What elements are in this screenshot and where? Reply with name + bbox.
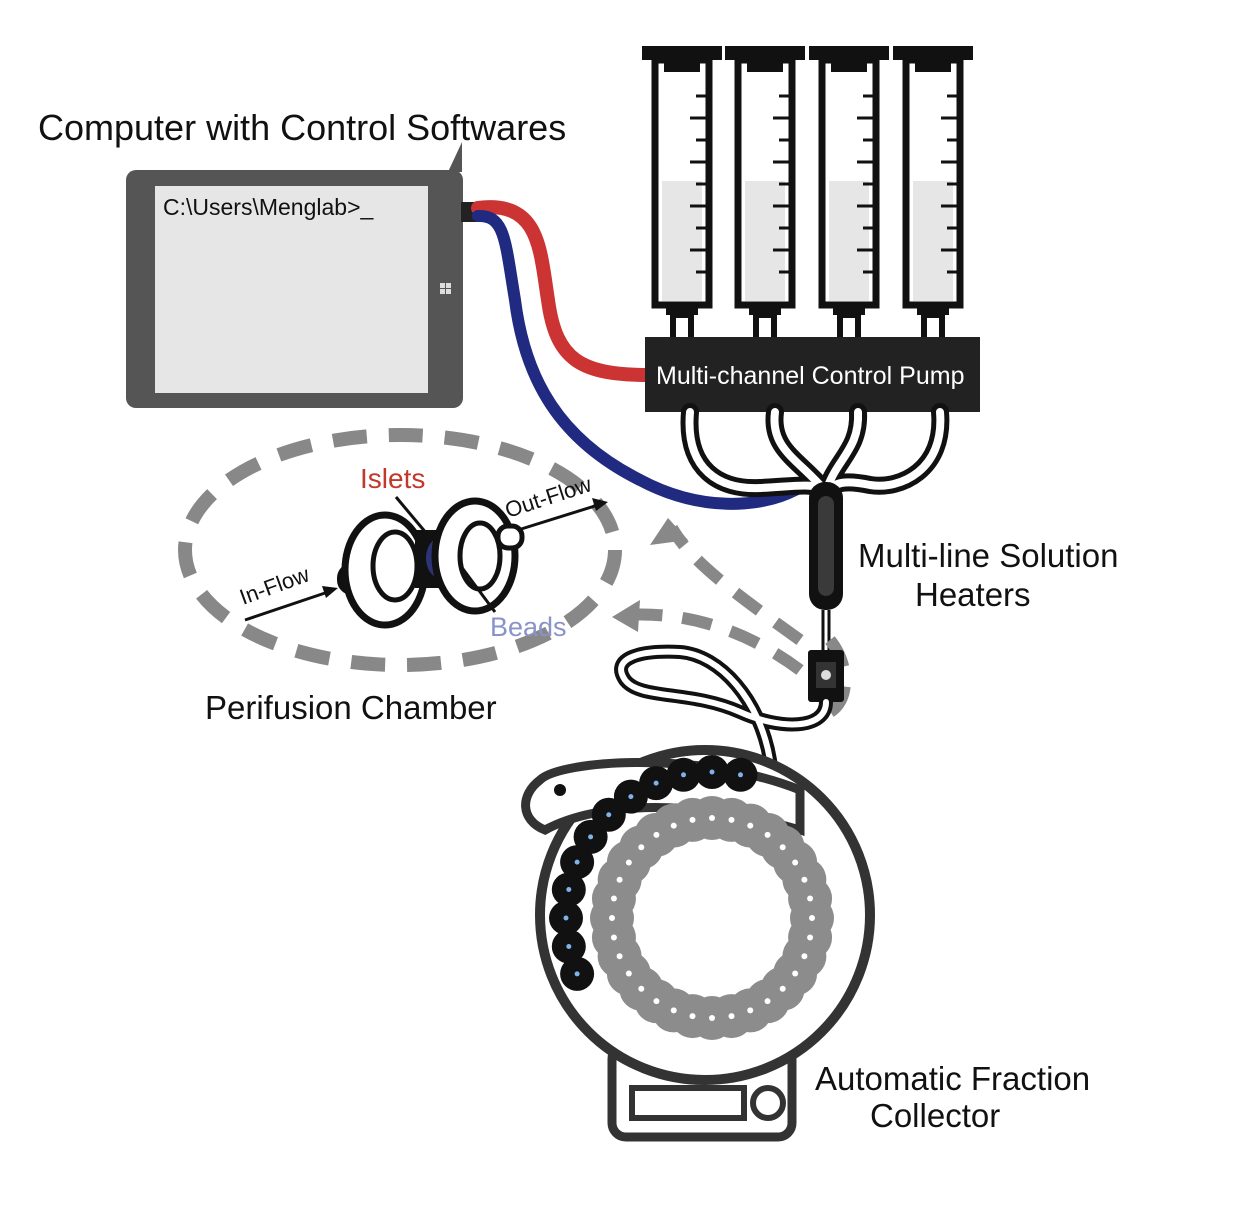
tube-dot [563,915,569,921]
tube-dot [689,1013,696,1020]
beads-label: Beads [490,612,567,642]
tube-dot [606,812,612,818]
heaters-label-line1: Multi-line Solution [858,537,1118,574]
tube-dot [689,816,696,823]
computer-label: Computer with Control Softwares [38,107,566,148]
islets-label: Islets [360,463,425,494]
syringe-icon [809,46,889,375]
tube-dot [709,769,715,775]
control-pump: Multi-channel Control Pump [645,337,980,412]
tube-dot [807,895,814,902]
tube-dot [653,780,659,786]
pump-output-tubes [680,403,950,501]
tube-dot [681,772,687,778]
tube-dot [610,895,617,902]
tube-dot [792,970,799,977]
tube-dot [616,876,623,883]
in-flow-arrow [244,586,338,622]
syringe-icon [893,46,973,375]
tube-dot [625,859,632,866]
out-flow-arrow [517,498,608,532]
perifusion-loop [178,428,622,672]
carousel-center [636,842,788,994]
tube-dot [792,859,799,866]
collector-label-line2: Collector [870,1097,1000,1134]
tube-dot [628,794,634,800]
tube-dot [728,1013,735,1020]
tube-dot [709,1015,715,1021]
tube-dot [801,953,808,960]
fraction-collector [521,745,875,1142]
filter-chamber-icon [337,496,525,629]
tube-dot [737,772,743,778]
tube-dot [610,934,617,941]
tube-dot [747,822,754,829]
tube-dot [609,915,615,921]
tube-dot [566,887,572,893]
tube-dot [653,998,660,1005]
tube-dot [616,953,623,960]
tube-dot [574,971,580,977]
tube-dot [764,831,771,838]
solution-heater [809,482,843,650]
tube-dot [588,834,594,840]
collector-label-line1: Automatic Fraction [815,1060,1090,1097]
computer-tablet: C:\Users\Menglab>_ [126,142,477,408]
heaters-label-line2: Heaters [915,576,1031,613]
tube-dot [779,844,786,851]
tube-dot [566,943,572,949]
tube-dot [653,831,660,838]
red-cable [471,200,657,382]
out-flow-label: Out-Flow [502,471,595,522]
tube-dot [670,1007,677,1014]
tube-dot [709,815,715,821]
tube-dot [809,915,815,921]
flow-arrow-icon [650,518,688,545]
tube-dot [638,844,645,851]
perifusion-chamber-label: Perifusion Chamber [205,689,497,726]
tube-dot [807,934,814,941]
tube-dot [764,998,771,1005]
tube-dot [728,816,735,823]
tube-dot [670,822,677,829]
tube-dot [625,970,632,977]
syringe-icon [642,46,722,375]
tube-dot [779,985,786,992]
tube-dot [574,859,580,865]
flow-arrow-icon [612,600,640,632]
syringe-icon [725,46,805,375]
pump-label: Multi-channel Control Pump [656,362,964,390]
connector-icon [808,650,844,702]
terminal-prompt: C:\Users\Menglab>_ [163,194,374,220]
tube-dot [801,876,808,883]
tube-dot [747,1007,754,1014]
tube-dot [638,985,645,992]
collection-tubes [549,755,834,1040]
collector-tube [614,644,833,817]
windows-logo-icon [440,283,451,294]
